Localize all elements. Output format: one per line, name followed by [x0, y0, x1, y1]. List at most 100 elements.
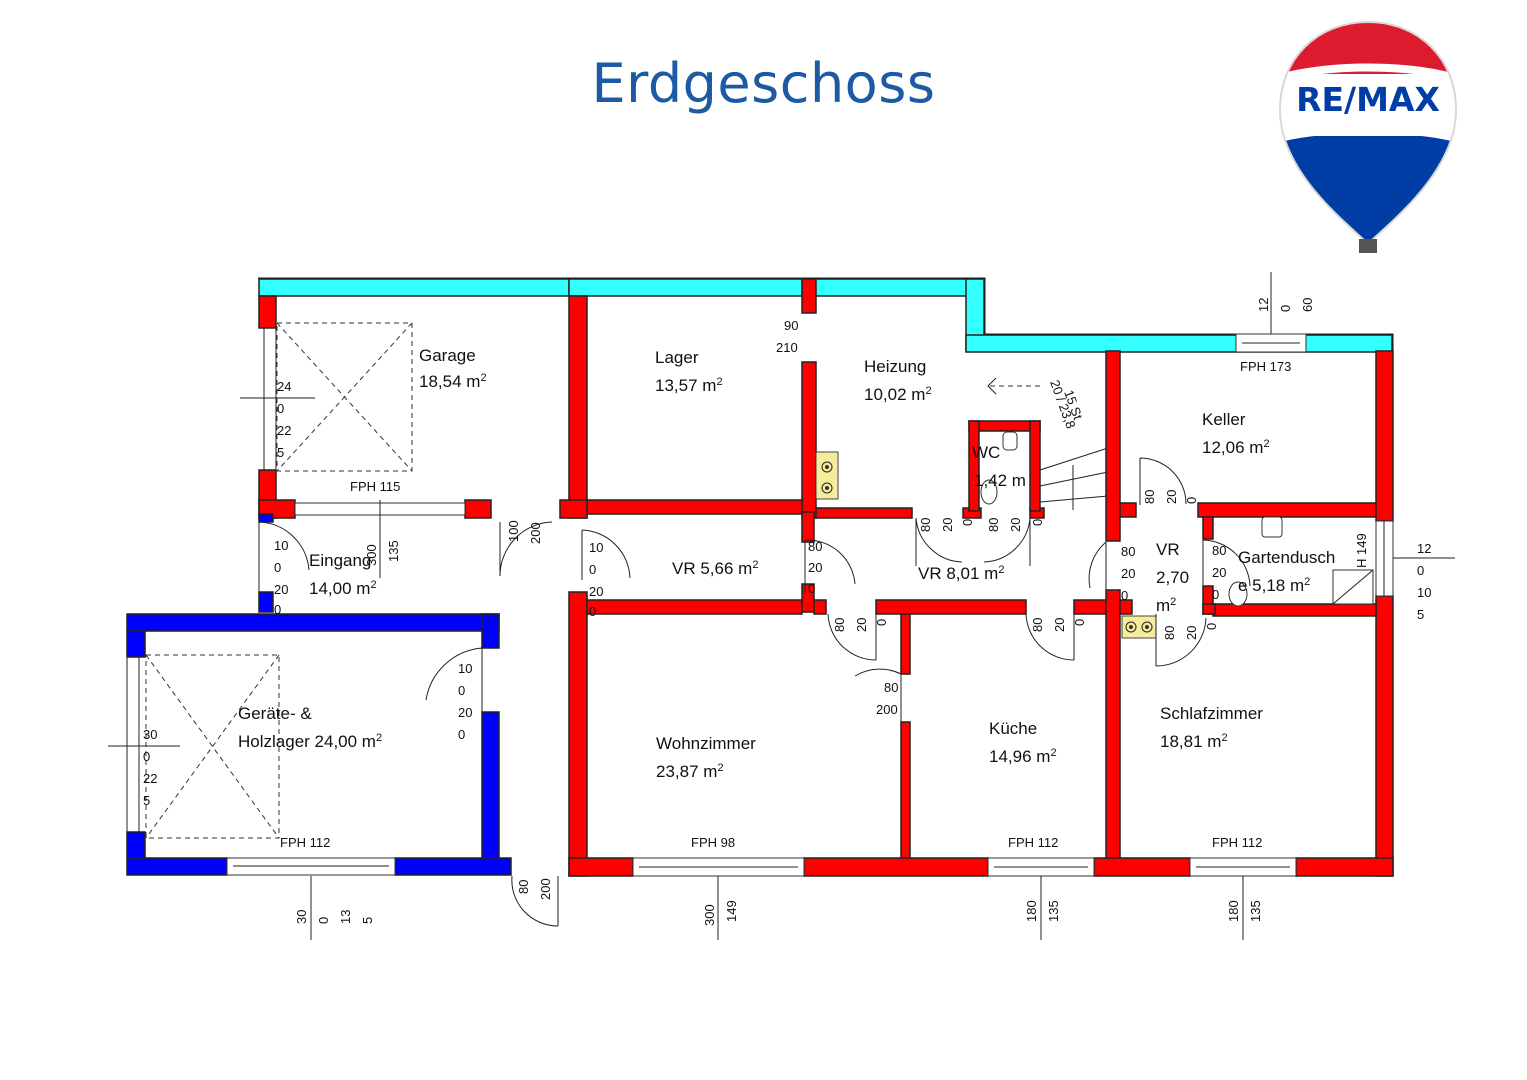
dim-wz-door-3: 0	[874, 619, 889, 626]
wall-heizung-bottom	[815, 507, 913, 519]
wall-lager-right-top	[801, 278, 817, 314]
dim-heizung-door-2: 20	[940, 518, 955, 532]
dim-back-door-w: 80	[516, 880, 531, 894]
wall-kueche-left-top	[900, 613, 911, 675]
dim-kueche-door-h: 200	[876, 702, 898, 717]
room-area-wc: 1,42 m	[974, 471, 1026, 490]
logo-text: RE/MAX	[1296, 80, 1440, 119]
dim-right-win-1: 12	[1417, 541, 1431, 556]
dim-vr3-door-1: 80	[1121, 544, 1135, 559]
dim-holzlager-door-4: 0	[458, 727, 465, 742]
wall-geraete-left-top	[126, 630, 146, 658]
dim-garage-1: 24	[277, 379, 291, 394]
dim-keller-door-3: 0	[1184, 497, 1199, 504]
room-name-keller: Keller	[1202, 410, 1246, 429]
dim-fph112a-4: 5	[360, 917, 375, 924]
room-name-heizung: Heizung	[864, 357, 926, 376]
dim-garage-3: 22	[277, 423, 291, 438]
room-name-eingang: Eingang	[309, 551, 371, 570]
dim-kueche-door-3: 0	[1072, 619, 1087, 626]
room-name-garage: Garage	[419, 346, 476, 365]
wall-lager-left	[568, 295, 588, 519]
wall-wc-left	[968, 420, 980, 512]
dim-vr1-door-3: 20	[589, 584, 603, 599]
dim-gd-door-1: 80	[1212, 543, 1226, 558]
room-name-gartendusche: Gartendusch	[1238, 548, 1335, 567]
dim-sz-door-2: 20	[1184, 626, 1199, 640]
wall-keller-left	[1105, 350, 1121, 542]
dim-fph112a-1: 30	[294, 910, 309, 924]
dim-right-win-4: 5	[1417, 607, 1424, 622]
dim-holzlager-gate-4: 5	[143, 793, 150, 808]
dim-vr3-door-3: 0	[1121, 588, 1128, 603]
dim-fph112b-h: 135	[1046, 900, 1061, 922]
dim-wz-door-2: 20	[854, 618, 869, 632]
dim-fph112a-3: 13	[338, 910, 353, 924]
dim-fph112b-w: 180	[1024, 900, 1039, 922]
wall-bottom-4	[1295, 857, 1394, 877]
wall-wz-left	[568, 591, 588, 877]
dim-vr1-door-4: 0	[589, 604, 596, 619]
room-area-garage: 18,54 m2	[419, 372, 487, 391]
dim-kueche-door-w: 80	[884, 680, 898, 695]
wall-geraete-left-bot	[126, 831, 146, 859]
page-title: Erdgeschoss	[591, 52, 936, 115]
dim-vr2-door-1: 80	[808, 539, 822, 554]
dim-eingang-outer-w: 100	[506, 520, 521, 542]
wall-right-bottom	[1375, 595, 1394, 877]
room-area-vr3-b: m2	[1156, 596, 1176, 615]
wall-geraete-right	[481, 711, 500, 859]
wall-garage-bottom-r	[464, 499, 492, 519]
dim-holzlager-door-1: 10	[458, 661, 472, 676]
wall-keller-bottom	[1197, 502, 1377, 518]
room-vr2: VR 8,01 m2	[918, 564, 1004, 583]
wall-geraete-bottom-r	[394, 857, 512, 876]
wall-lager-bottom	[586, 499, 803, 515]
dim-heizung-door-1: 80	[918, 518, 933, 532]
room-vr1: VR 5,66 m2	[672, 559, 758, 578]
dim-gd-door-2: 20	[1212, 565, 1226, 580]
dim-fph112c-w: 180	[1226, 900, 1241, 922]
dim-wc-door-2: 20	[1008, 518, 1023, 532]
dim-fph173-3: 60	[1300, 298, 1315, 312]
dim-fph115-h: 135	[386, 540, 401, 562]
wall-bottom-2	[803, 857, 989, 877]
dim-garage-4: 5	[277, 445, 284, 460]
room-area-gartendusche: e 5,18 m2	[1238, 576, 1310, 595]
wall-kueche-top	[875, 599, 1027, 615]
remax-balloon-logo: RE/MAX	[1278, 20, 1458, 253]
dim-back-door-h: 200	[538, 878, 553, 900]
wall-kueche-left-bot	[900, 721, 911, 859]
wall-top-keller	[965, 334, 1393, 353]
room-name-geraete: Geräte- &	[238, 704, 312, 723]
room-area-eingang: 14,00 m2	[309, 579, 377, 598]
dim-holzlager-door-3: 20	[458, 705, 472, 720]
wall-top-garage	[258, 278, 570, 297]
wall-geraete-right-top	[481, 613, 500, 649]
dim-eingang-outer-h: 200	[528, 522, 543, 544]
dim-wc-door-1: 80	[986, 518, 1001, 532]
room-name-lager: Lager	[655, 348, 699, 367]
room-area-lager: 13,57 m2	[655, 376, 723, 395]
window-label-fph112c: FPH 112	[1212, 835, 1262, 850]
dim-holzlager-gate-2: 0	[143, 749, 150, 764]
wall-sz-left	[1105, 589, 1121, 859]
room-area-schlafzimmer: 18,81 m2	[1160, 732, 1228, 751]
room-name-vr3: VR	[1156, 540, 1180, 559]
wall-eingang-left-stub	[258, 513, 274, 523]
wall-sz-top	[1119, 599, 1133, 615]
dim-holzlager-door-2: 0	[458, 683, 465, 698]
dim-eingang-door-3: 20	[274, 582, 288, 597]
wall-wc-right	[1029, 420, 1041, 512]
room-area-heizung: 10,02 m2	[864, 385, 932, 404]
dim-holzlager-gate-3: 22	[143, 771, 157, 786]
dim-vr1-door-2: 0	[589, 562, 596, 577]
window-label-fph112b: FPH 112	[1008, 835, 1058, 850]
wall-geraete-bottom-l	[126, 857, 228, 876]
wall-wz-top-b	[813, 599, 827, 615]
dim-vr2-door-3: 0	[808, 581, 815, 596]
wall-gd-left-top	[1202, 516, 1214, 540]
dim-fph173-1: 12	[1256, 298, 1271, 312]
window-label-h149: H 149	[1354, 533, 1369, 568]
